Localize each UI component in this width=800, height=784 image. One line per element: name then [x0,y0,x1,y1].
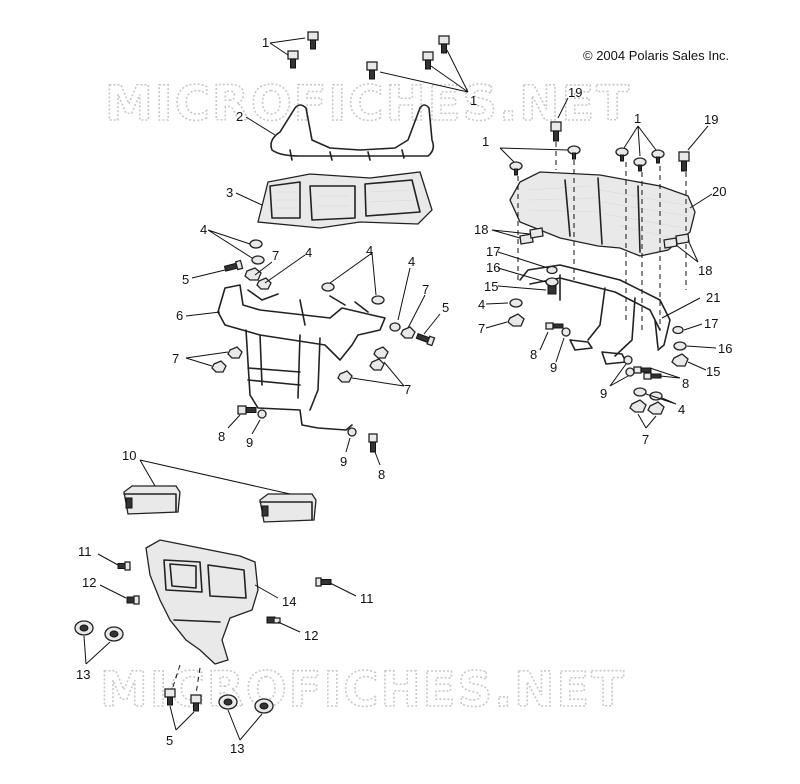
screw-11-right [315,577,332,587]
callout-4: 4 [678,402,685,417]
watermark-bottom: MICROFICHES.NET [100,662,626,718]
callout-7: 7 [642,432,649,447]
callout-4: 4 [478,297,485,312]
front-nuts-7 [244,267,416,339]
callout-9: 9 [550,360,557,375]
callout-7: 7 [172,351,179,366]
callout-13: 13 [230,741,244,756]
bolt-5-left [223,259,244,272]
callout-15: 15 [484,279,498,294]
callout-14: 14 [282,594,296,609]
callout-5: 5 [166,733,173,748]
callout-5: 5 [442,300,449,315]
callout-16: 16 [486,260,500,275]
callout-8: 8 [530,347,537,362]
front-nuts-7-lower [211,346,389,383]
rear-washers-9 [561,327,635,377]
callout-4: 4 [366,243,373,258]
rear-hardware-left [507,265,559,327]
callout-4: 4 [408,254,415,269]
callout-4: 4 [305,245,312,260]
part-6-front-rack-frame [217,284,386,431]
callout-12: 12 [304,628,318,643]
callout-7: 7 [422,282,429,297]
washer-9-right [347,427,357,437]
callout-9: 9 [340,454,347,469]
screw-12-right [266,616,281,624]
bolt-5-bottom [164,688,202,712]
callout-7: 7 [478,321,485,336]
callout-8: 8 [378,467,385,482]
callout-1: 1 [634,111,641,126]
callout-21: 21 [706,290,720,305]
screw-12-left [126,595,140,605]
callout-11: 11 [360,591,374,606]
callout-12: 12 [82,575,96,590]
callout-7: 7 [404,382,411,397]
callout-18: 18 [474,222,488,237]
bolt-5-right [415,332,436,347]
washer-9-left [257,409,267,419]
callout-9: 9 [600,386,607,401]
callout-2: 2 [236,109,243,124]
callout-1: 1 [482,134,489,149]
callout-1: 1 [470,93,477,108]
callout-15: 15 [706,364,720,379]
part-14-headlight-pod [145,539,259,665]
callout-labels: 1 1 2 3 4 7 4 4 4 5 6 7 5 7 7 8 9 9 8 19… [76,35,732,756]
part-2-upper-rail [270,104,435,161]
bolt-8-left [237,405,257,415]
rear-washers-4-nuts-7 [629,387,665,415]
front-washers-4 [249,239,401,332]
copyright-text: © 2004 Polaris Sales Inc. [583,48,729,63]
callout-19: 19 [704,112,718,127]
callout-8: 8 [682,376,689,391]
callout-5: 5 [182,272,189,287]
callout-9: 9 [246,435,253,450]
bolt-19-group [550,121,690,172]
callout-18: 18 [698,263,712,278]
rear-hardware-right [671,325,689,367]
part-10-headlights [123,485,317,523]
callout-6: 6 [176,308,183,323]
callout-19: 19 [568,85,582,100]
bolt-8-right [368,433,378,453]
callout-20: 20 [712,184,726,199]
bolt-1-group-top [287,31,450,80]
callout-4: 4 [200,222,207,237]
callout-11: 11 [78,544,92,559]
callout-8: 8 [218,429,225,444]
callout-17: 17 [486,244,500,259]
watermark-top: MICROFICHES.NET [105,76,631,132]
callout-1: 1 [262,35,269,50]
callout-10: 10 [122,448,136,463]
push-pin-1-group [509,145,665,176]
callout-13: 13 [76,667,90,682]
callout-16: 16 [718,341,732,356]
part-21-rear-rack-frame [519,264,671,365]
part-13-grommets [74,620,274,714]
callout-7: 7 [272,248,279,263]
callout-3: 3 [226,185,233,200]
part-20-rear-rack [509,171,696,257]
part-3-rack-basket [257,171,433,229]
screw-11-left [117,561,131,571]
callout-17: 17 [704,316,718,331]
rear-bolts-8 [545,322,662,380]
